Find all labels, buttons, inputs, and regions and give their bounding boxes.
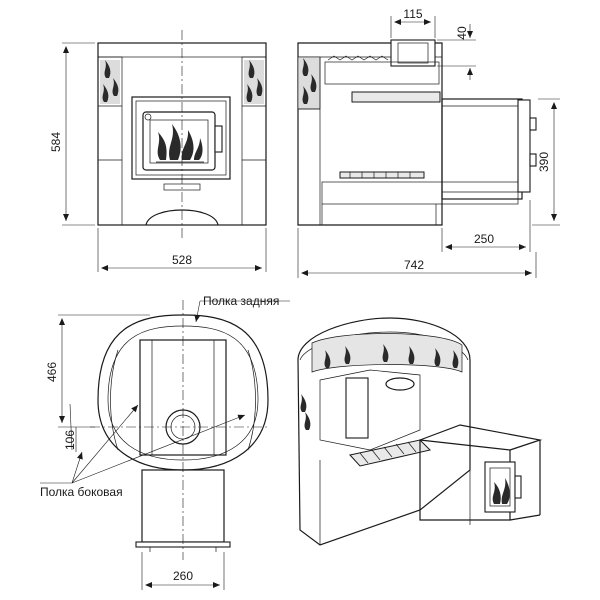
dim-firebox-height: 390 [537, 152, 551, 172]
top-body-outline [97, 314, 269, 471]
front-right-column [241, 56, 267, 226]
isometric-cutaway-view [297, 317, 543, 546]
door-flame-icon [156, 124, 204, 163]
dim-top-offset: 106 [63, 430, 77, 450]
front-right-ornament [244, 60, 264, 104]
iso-grate [349, 439, 431, 467]
label-side-shelf: Полка боковая [40, 485, 123, 499]
front-left-ornament [100, 60, 120, 104]
side-grate [339, 171, 425, 179]
iso-door-flame-icon [492, 478, 510, 504]
dim-front-width: 528 [172, 253, 192, 267]
door-emblem [144, 113, 152, 121]
front-view: 584 528 [49, 30, 267, 272]
side-door [517, 99, 531, 193]
top-view: Полка задняя Полка боковая 466 106 260 [40, 294, 290, 590]
dim-top-depth: 466 [45, 362, 59, 382]
dim-flue-height: 40 [455, 26, 469, 40]
side-ornament [297, 56, 321, 110]
iso-door-handle [514, 475, 522, 499]
dim-flue-width: 115 [403, 7, 422, 21]
door-glass [149, 119, 209, 164]
dim-firebox-depth: 250 [474, 232, 494, 246]
iso-flue-opening [385, 377, 415, 391]
dim-tunnel-width: 260 [173, 569, 193, 583]
iso-door [484, 461, 516, 513]
iso-body [297, 317, 471, 546]
front-door-frame [131, 96, 231, 180]
side-firebox-tunnel [441, 98, 523, 200]
top-side-shelf-right [247, 349, 256, 451]
side-view: 115 40 390 250 742 [297, 7, 560, 278]
front-left-column [97, 56, 123, 226]
iso-inner-chamber [319, 369, 421, 451]
side-heat-tray [351, 91, 441, 103]
top-side-shelf-left [110, 349, 119, 451]
door-handle [214, 125, 223, 153]
dim-total-length: 742 [404, 258, 424, 272]
dim-front-height: 584 [49, 132, 63, 152]
